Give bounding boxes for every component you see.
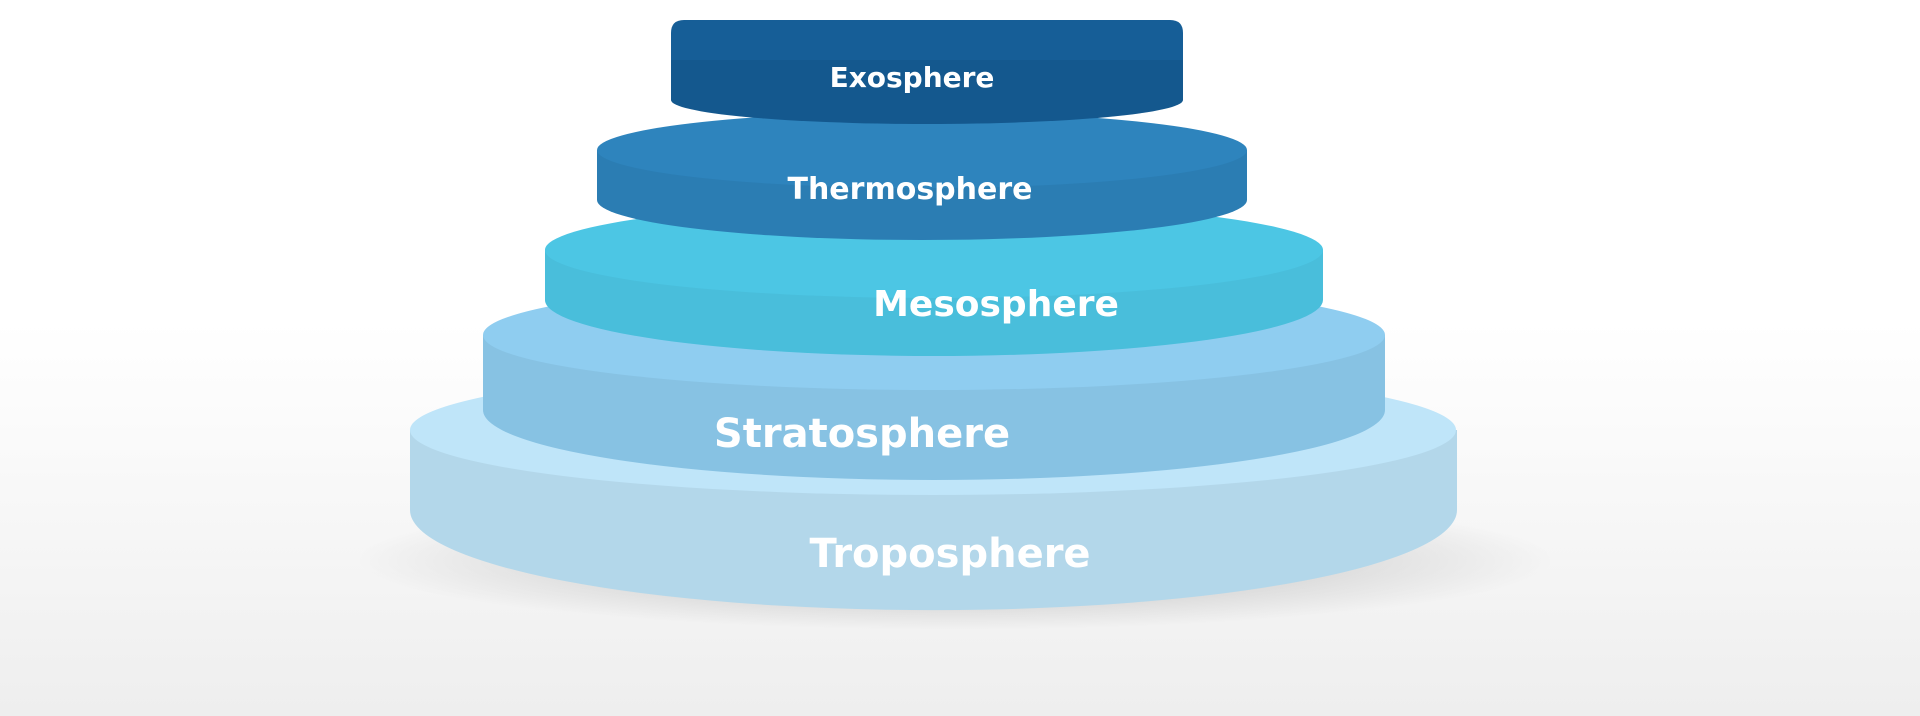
layer-exosphere-side-shade — [671, 50, 1183, 124]
layer-exosphere-side — [671, 50, 1183, 124]
layer-stratosphere-label: Stratosphere — [714, 411, 1010, 457]
layer-mesosphere-label: Mesosphere — [873, 284, 1119, 325]
layer-exosphere-label: Exosphere — [830, 61, 995, 94]
layer-exosphere: Exosphere — [671, 20, 1183, 124]
layer-thermosphere-label: Thermosphere — [787, 172, 1032, 207]
layer-thermosphere: Thermosphere — [597, 112, 1247, 240]
layer-troposphere-label: Troposphere — [809, 531, 1090, 577]
layer-exosphere-top — [671, 20, 1183, 60]
layer-thermosphere-top — [597, 112, 1247, 188]
